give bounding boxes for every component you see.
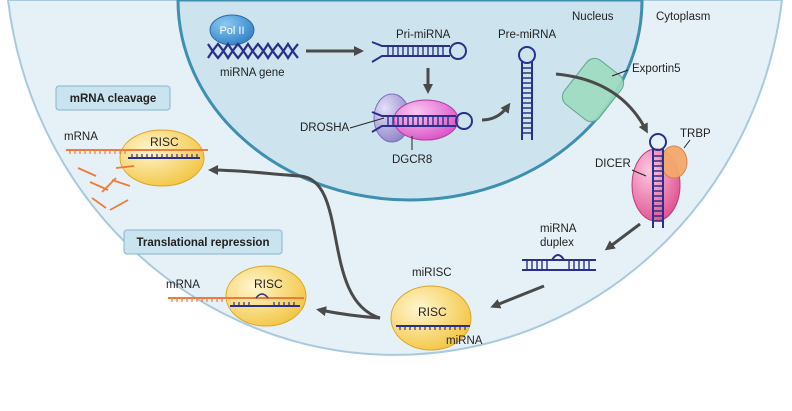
pre-mirna-hairpin	[518, 46, 536, 140]
arrow-export	[555, 72, 648, 134]
mirisc-complex	[390, 285, 472, 351]
mirisc-risc-body	[390, 285, 472, 351]
arrow-dicing	[604, 222, 641, 251]
mirna-gene-dna	[207, 41, 299, 61]
dicer-complex	[631, 133, 691, 228]
trbp-protein	[660, 145, 688, 179]
mirna-duplex-label-line2: duplex	[540, 237, 574, 249]
repression-risc-complex	[168, 265, 307, 327]
cleavage-risc-label: RISC	[150, 135, 179, 149]
translational-repression-label: Translational repression	[137, 237, 270, 249]
mrna-fragments	[77, 165, 135, 211]
dgcr8-label: DGCR8	[392, 154, 432, 166]
pre-mirna-label: Pre-miRNA	[498, 29, 556, 41]
pri-mirna-label: Pri-miRNA	[396, 29, 451, 41]
drosha-label: DROSHA	[300, 122, 350, 134]
mirisc-label: miRISC	[412, 267, 452, 279]
mirisc-risc-label: RISC	[418, 305, 447, 319]
repression-risc-label: RISC	[254, 277, 283, 291]
trbp-label: TRBP	[680, 128, 711, 140]
cytoplasm-label: Cytoplasm	[656, 11, 710, 23]
mirna-duplex-label-line1: miRNA	[540, 223, 577, 235]
arrow-to-pre-mirna	[481, 102, 511, 122]
exportin5-label: Exportin5	[632, 63, 681, 75]
cleavage-risc-complex	[66, 129, 208, 187]
translational-repression-box: Translational repression	[123, 229, 283, 255]
dicer-label: DICER	[595, 158, 631, 170]
cleavage-mrna-label: mRNA	[64, 131, 98, 143]
mirna-duplex	[522, 254, 596, 271]
mirna-gene-label: miRNA gene	[220, 67, 285, 79]
dgcr8-protein	[393, 99, 459, 141]
drosha-dgcr8-complex	[349, 93, 473, 150]
mirisc-mirna-label: miRNA	[446, 335, 483, 347]
repression-mrna-label: mRNA	[166, 279, 200, 291]
mrna-cleavage-label: mRNA cleavage	[70, 93, 157, 105]
pri-mirna-hairpin	[371, 41, 467, 63]
pol-ii-label: Pol II	[219, 25, 244, 37]
arrow-loading	[490, 284, 545, 309]
mrna-cleavage-box: mRNA cleavage	[55, 85, 171, 111]
arrow-to-repression	[316, 306, 381, 320]
arrow-to-cleavage	[208, 165, 381, 320]
nucleus-label: Nucleus	[572, 11, 614, 23]
pol-ii: Pol II	[209, 14, 255, 46]
